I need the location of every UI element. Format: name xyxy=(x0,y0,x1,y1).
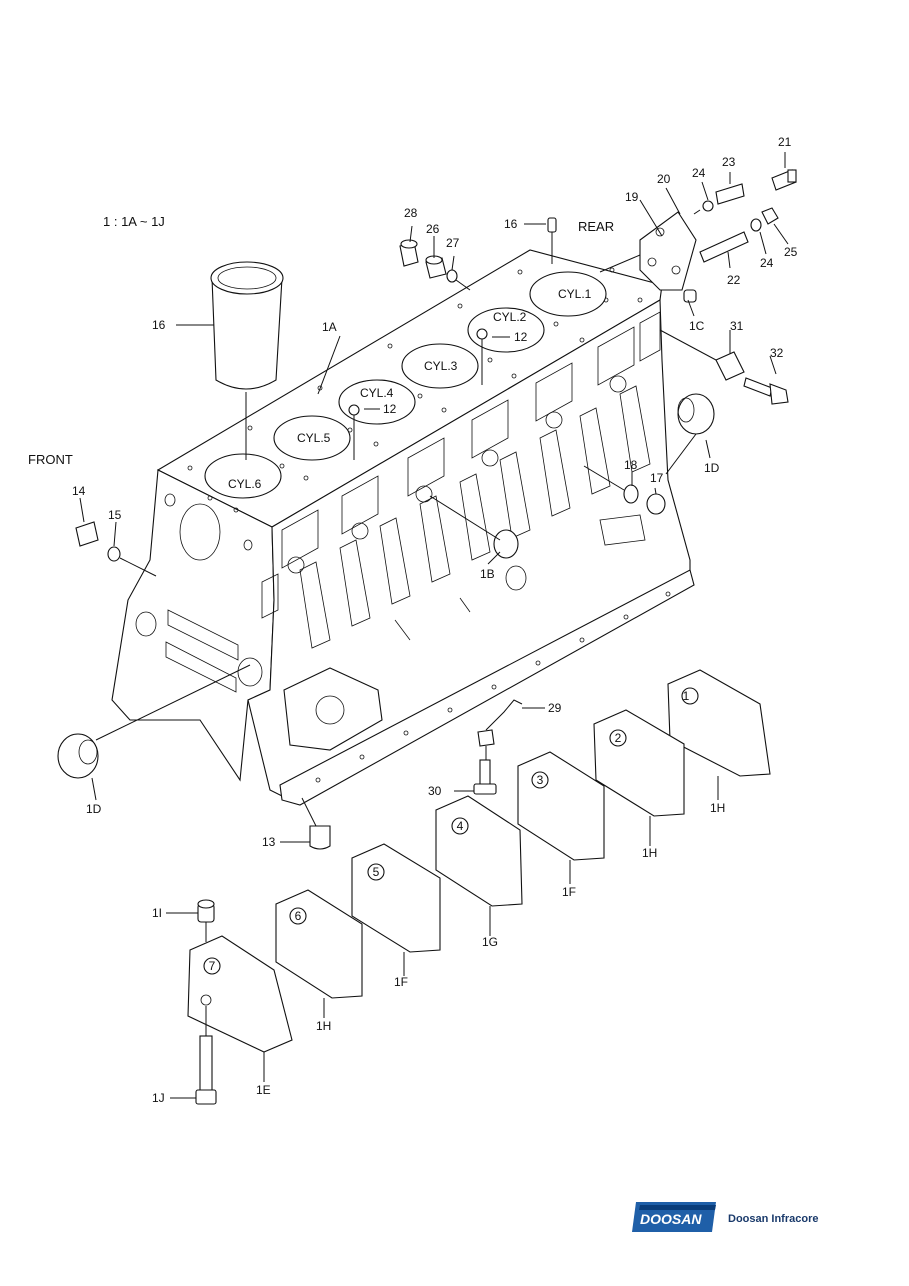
cap-number-7: 7 xyxy=(209,959,216,973)
leader-lines xyxy=(79,152,789,1099)
callout-16-top: 16 xyxy=(504,217,518,231)
bearing-cap-2 xyxy=(593,709,685,817)
rear-label: REAR xyxy=(578,219,614,234)
o-ring-18 xyxy=(623,484,639,504)
bearing-cap-3 xyxy=(517,751,605,861)
bearing-cap-4 xyxy=(435,795,523,907)
logo-text: DOOSAN xyxy=(640,1211,702,1227)
cylinder-label-5: CYL.5 xyxy=(297,431,331,445)
callout-15: 15 xyxy=(108,508,122,522)
cap-number-6: 6 xyxy=(295,909,302,923)
plug-26 xyxy=(425,255,447,279)
bearing-cap-5 xyxy=(351,843,441,953)
o-ring-15 xyxy=(107,546,121,562)
camshaft-bushing-1d-right xyxy=(677,393,715,435)
plug-12-a xyxy=(476,328,488,340)
callout-29: 29 xyxy=(548,701,562,715)
cylinder-liner xyxy=(210,261,284,390)
callout-20: 20 xyxy=(657,172,671,186)
scope-note: 1 : 1A ~ 1J xyxy=(103,214,165,229)
cylinder-block: CYL.1 CYL.2 CYL.3 CYL.4 CYL.5 CYL.6 xyxy=(111,249,695,806)
plug-14 xyxy=(75,521,99,547)
cap-bolt-1j xyxy=(195,1035,217,1105)
cap-number-5: 5 xyxy=(373,865,380,879)
callout-23: 23 xyxy=(722,155,736,169)
callout-1d-left: 1D xyxy=(86,802,102,816)
bushing-31 xyxy=(715,351,745,381)
doosan-logo: DOOSAN xyxy=(632,1202,716,1232)
bearing-cap-6 xyxy=(275,889,363,999)
callout-24-top: 24 xyxy=(692,166,706,180)
callout-25: 25 xyxy=(784,245,798,259)
nut-24-bottom xyxy=(750,218,762,232)
callout-1b: 1B xyxy=(480,567,495,581)
bearing-cap-1 xyxy=(667,669,771,777)
plug-12-b xyxy=(348,404,360,416)
cylinder-label-1: CYL.1 xyxy=(558,287,592,301)
bolt-21 xyxy=(771,169,797,191)
callout-1a: 1A xyxy=(322,320,337,334)
callout-21: 21 xyxy=(778,135,792,149)
bearing-cap-7-thrust xyxy=(187,935,293,1053)
cylinder-label-2: CYL.2 xyxy=(493,310,527,324)
callout-1h-c: 1H xyxy=(316,1019,331,1033)
callout-1f-a: 1F xyxy=(562,885,576,899)
sleeve-1i xyxy=(197,899,215,923)
dowel-pin-16 xyxy=(547,217,557,233)
callout-24-bottom: 24 xyxy=(760,256,774,270)
company-name: Doosan Infracore xyxy=(728,1213,818,1225)
callout-1g: 1G xyxy=(482,935,498,949)
callout-14: 14 xyxy=(72,484,86,498)
cap-number-1: 1 xyxy=(683,689,690,703)
callout-1f-b: 1F xyxy=(394,975,408,989)
camshaft-bushing-1d-left xyxy=(57,733,99,779)
cap-number-4: 4 xyxy=(457,819,464,833)
callout-30: 30 xyxy=(428,784,442,798)
callout-26: 26 xyxy=(426,222,440,236)
camshaft-bushing-1b xyxy=(493,529,527,591)
cap-number-3: 3 xyxy=(537,773,544,787)
nut-25 xyxy=(761,207,779,225)
stud-22 xyxy=(699,231,749,263)
stud-23 xyxy=(715,183,745,205)
o-ring-27 xyxy=(446,269,458,283)
plug-28 xyxy=(399,239,419,267)
cap-number-2: 2 xyxy=(615,731,622,745)
oil-jet-29 xyxy=(477,699,523,747)
callout-1d-right: 1D xyxy=(704,461,720,475)
callout-17: 17 xyxy=(650,471,664,485)
plug-17 xyxy=(646,493,666,515)
bolt-30 xyxy=(473,759,497,795)
callout-1h-b: 1H xyxy=(642,846,657,860)
callout-1i: 1I xyxy=(152,906,162,920)
nut-24-top xyxy=(702,200,714,212)
callout-22: 22 xyxy=(727,273,741,287)
callout-1c: 1C xyxy=(689,319,705,333)
callout-27: 27 xyxy=(446,236,460,250)
callout-32: 32 xyxy=(770,346,784,360)
callout-13: 13 xyxy=(262,835,276,849)
callout-1h-a: 1H xyxy=(710,801,725,815)
callout-16-liner: 16 xyxy=(152,318,166,332)
dowel-1c xyxy=(683,289,697,303)
callout-28: 28 xyxy=(404,206,418,220)
callout-19: 19 xyxy=(625,190,639,204)
callout-18: 18 xyxy=(624,458,638,472)
bolt-32 xyxy=(743,377,789,405)
cylinder-label-3: CYL.3 xyxy=(424,359,458,373)
callout-1j: 1J xyxy=(152,1091,165,1105)
callout-12-b: 12 xyxy=(383,402,397,416)
callout-1e: 1E xyxy=(256,1083,271,1097)
callout-labels: 16 1A 28 26 27 16 12 12 19 20 24 23 21 2… xyxy=(72,135,798,1105)
cylinder-label-6: CYL.6 xyxy=(228,477,262,491)
front-label: FRONT xyxy=(28,452,73,467)
callout-31: 31 xyxy=(730,319,744,333)
cylinder-label-4: CYL.4 xyxy=(360,386,394,400)
rear-cover-plate-19 xyxy=(639,211,697,291)
callout-12-a: 12 xyxy=(514,330,528,344)
plug-13 xyxy=(309,825,331,850)
